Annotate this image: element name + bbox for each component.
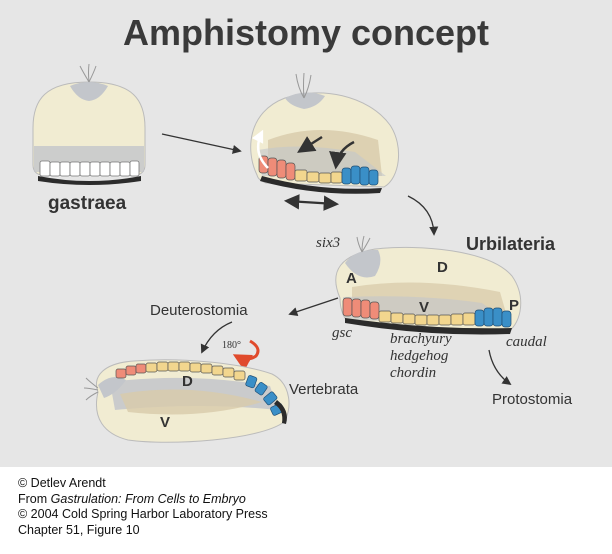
credit-chapter: Chapter 51, Figure 10 <box>18 522 140 537</box>
urbilateria-posterior-cells <box>474 307 512 328</box>
morph-arrow-white <box>251 129 269 169</box>
gene-label-gsc: gsc <box>332 325 352 341</box>
transitional-anterior-cells <box>258 155 296 181</box>
gastraea-cell-row <box>39 160 140 177</box>
arrow-gastraea-to-transition <box>161 133 242 154</box>
morph-arrow-dark-2 <box>329 140 355 170</box>
urbilateria-axis-posterior: P <box>509 297 520 314</box>
label-deuterostomia: Deuterostomia <box>150 302 248 319</box>
amphistomy-figure: Amphistomy concept gastraea Urbilateria … <box>0 0 612 467</box>
vertebrata-axis-dorsal: D <box>182 373 193 390</box>
urbilateria-anterior-cells <box>342 297 380 320</box>
vertebrata-axis-ventral: V <box>160 414 171 431</box>
rotation-label: 180° <box>222 340 241 351</box>
diagram-canvas <box>32 63 522 443</box>
label-gastraea: gastraea <box>48 193 127 214</box>
gene-label-brachyury: brachyury <box>390 331 452 347</box>
morph-arrow-dark-1 <box>297 135 323 153</box>
label-vertebrata: Vertebrata <box>289 381 359 398</box>
transitional-middle-cells <box>294 169 343 184</box>
transitional-cilia <box>295 72 312 99</box>
urbilateria-axis-dorsal: D <box>437 259 448 276</box>
vertebrata-middle-cells <box>145 361 246 381</box>
gastraea-embryo <box>32 63 146 185</box>
urbilateria-axis-anterior: A <box>346 270 357 287</box>
gene-label-chordin: chordin <box>390 365 437 381</box>
rotation-arrow <box>232 339 260 371</box>
urbilateria-embryo <box>335 235 522 335</box>
arrow-to-vertebrata <box>200 321 233 354</box>
credit-source: From Gastrulation: From Cells to Embryo <box>18 492 268 508</box>
urbilateria-middle-cells <box>378 310 476 326</box>
transitional-embryo <box>250 72 400 194</box>
label-urbilateria: Urbilateria <box>466 234 556 254</box>
label-protostomia: Protostomia <box>492 391 573 408</box>
gene-label-hedgehog: hedgehog <box>390 348 449 364</box>
gene-label-caudal: caudal <box>506 334 547 350</box>
urbilateria-cilia <box>356 235 371 253</box>
urbilateria-axis-ventral: V <box>419 299 430 316</box>
credit-publisher: © 2004 Cold Spring Harbor Laboratory Pre… <box>18 507 268 521</box>
vertebrata-cilia <box>83 377 99 401</box>
double-arrow-elongation <box>283 194 340 211</box>
figure-credits: © Detlev Arendt From Gastrulation: From … <box>18 476 268 538</box>
transitional-posterior-cells <box>341 165 379 186</box>
vertebrata-anterior-cells <box>115 363 147 379</box>
credit-book-title: Gastrulation: From Cells to Embryo <box>50 491 246 506</box>
arrow-to-deuterostomia <box>288 297 339 317</box>
credit-source-prefix: From <box>18 491 51 506</box>
gene-label-six3: six3 <box>316 235 341 251</box>
gastraea-cilia <box>79 63 97 83</box>
arrow-to-protostomia <box>488 349 512 386</box>
vertebrata-embryo <box>83 359 290 443</box>
figure-title: Amphistomy concept <box>122 12 490 53</box>
credit-author: © Detlev Arendt <box>18 476 106 490</box>
arrow-to-urbilateria <box>407 195 439 236</box>
